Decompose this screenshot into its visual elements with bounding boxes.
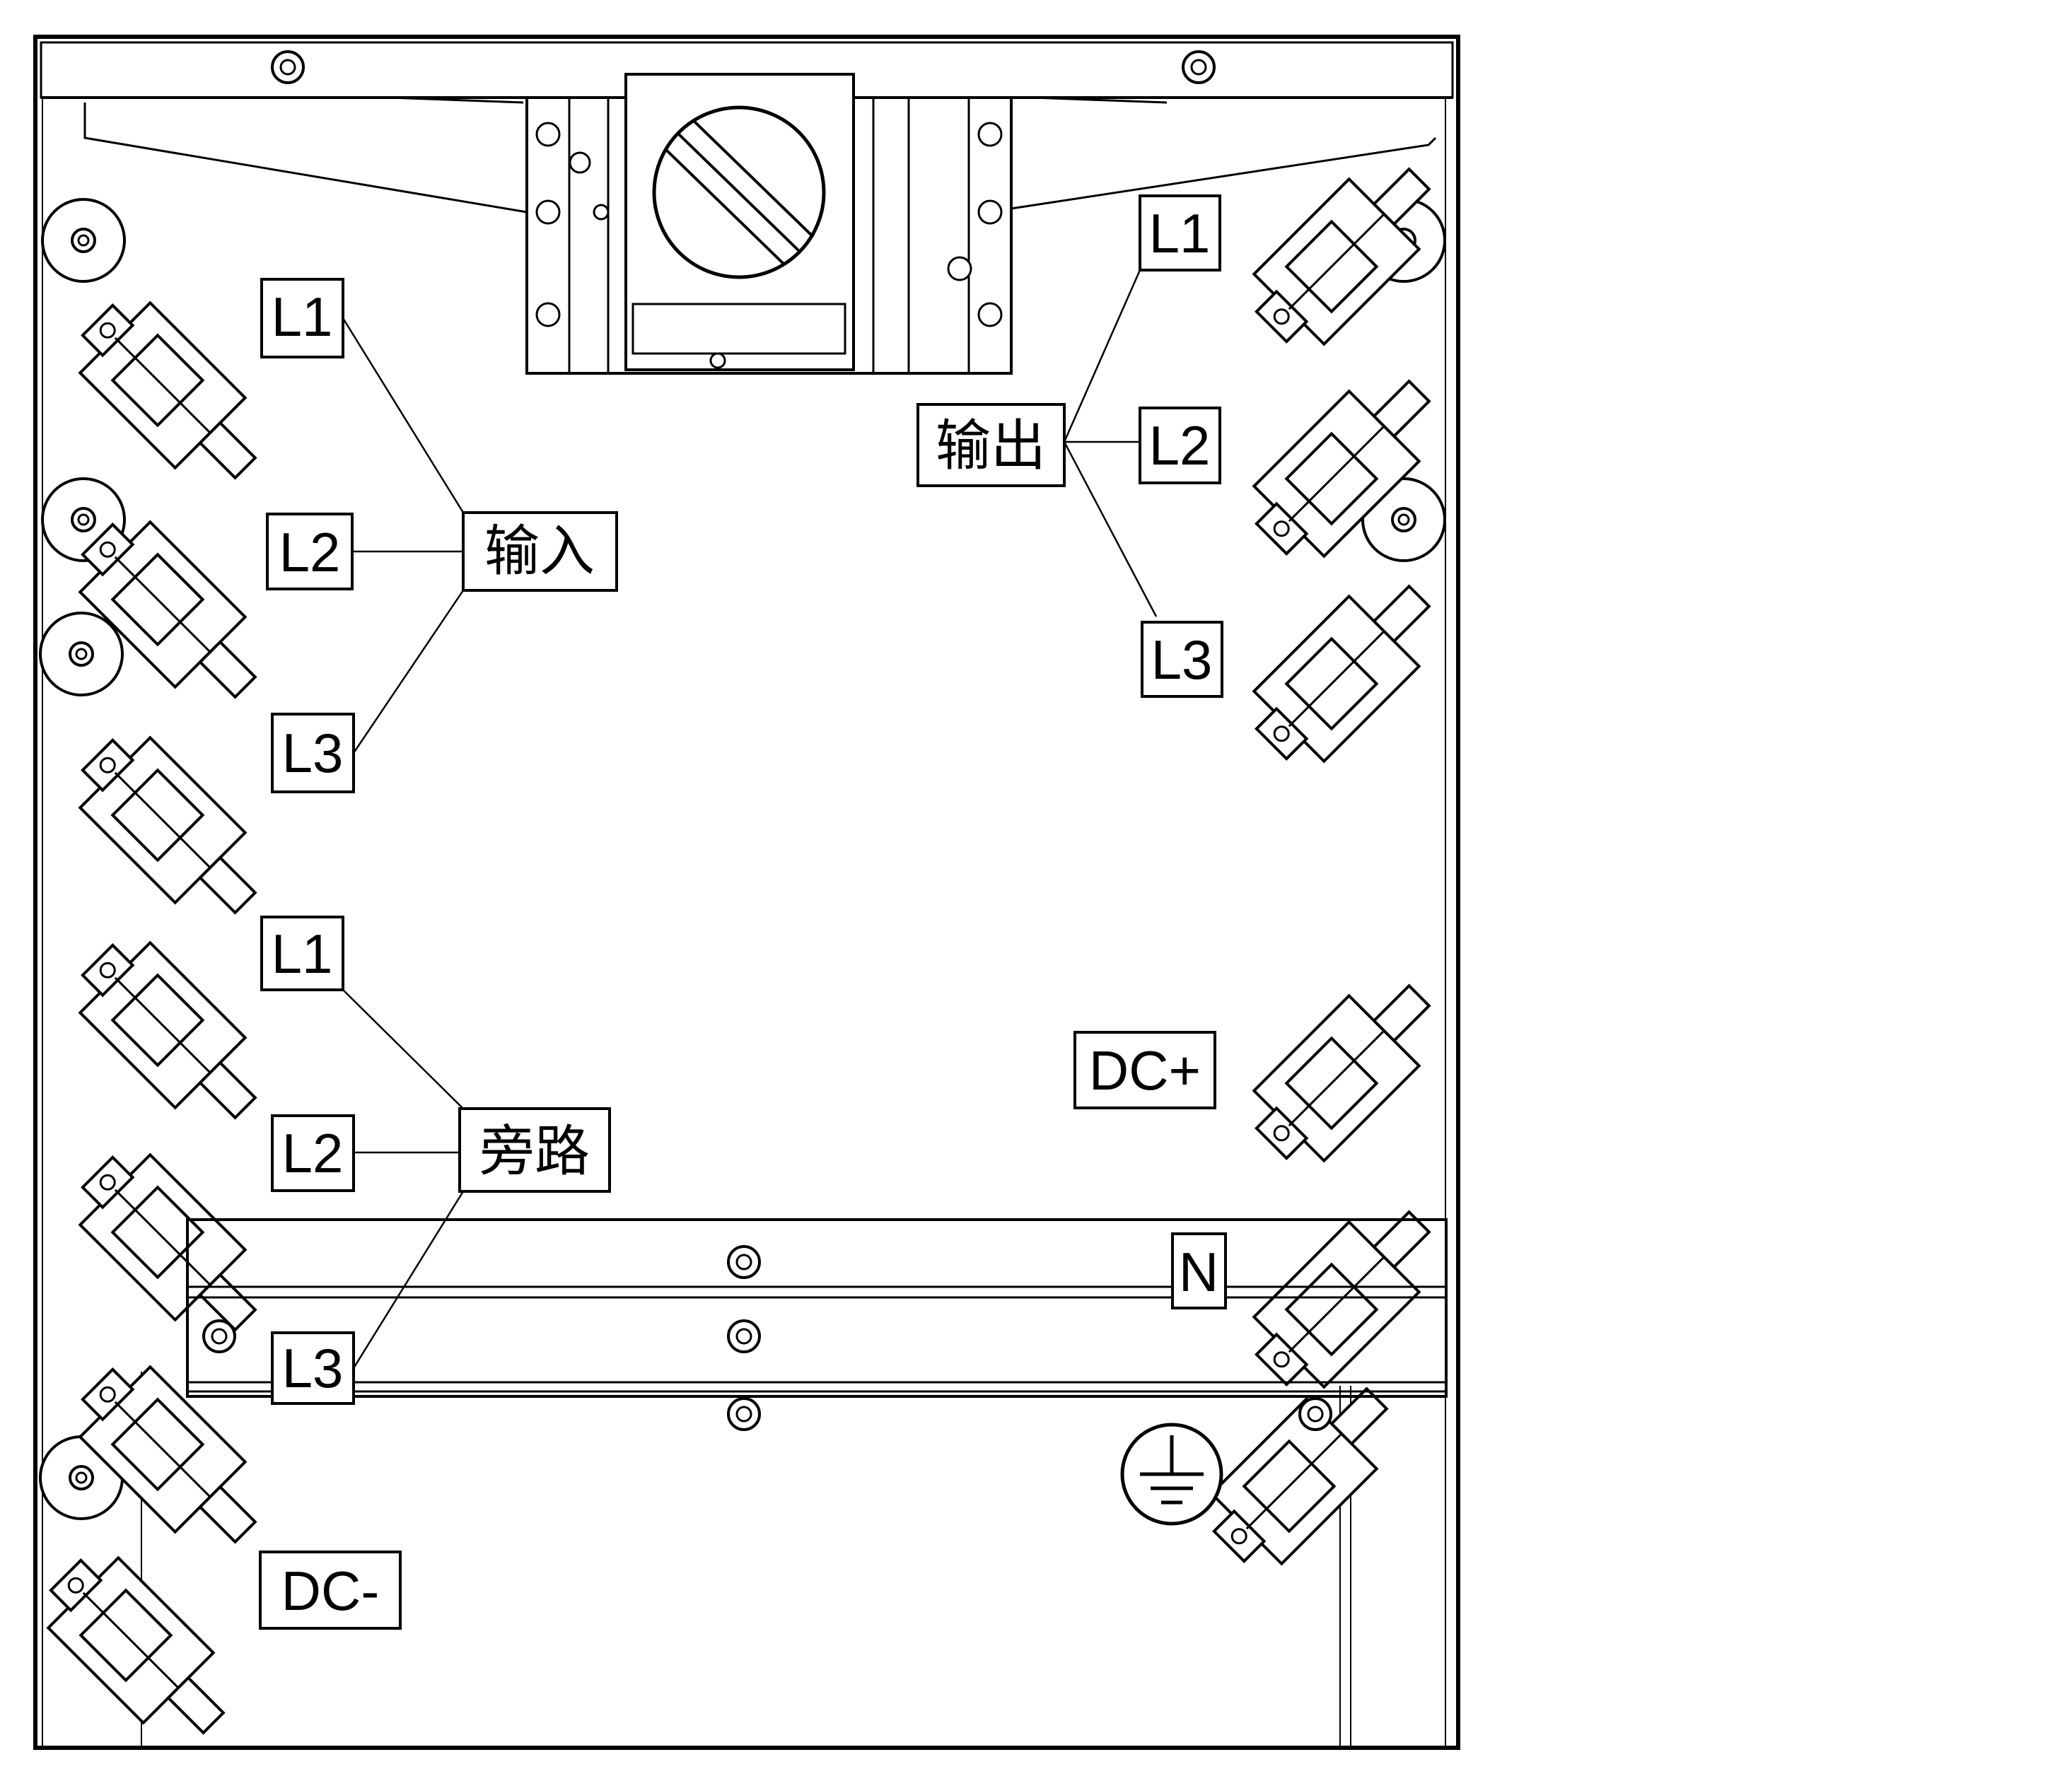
terminal-lug-icon: [63, 720, 281, 938]
dc-plus-label: DC+: [1089, 1039, 1201, 1102]
labels: [259, 194, 1227, 1630]
leader-lines: [342, 269, 1158, 1369]
bypass-l3-box: [271, 1331, 355, 1405]
rotary-switch-icon: [525, 73, 1013, 375]
output-group-box: [916, 403, 1066, 487]
terminal-lug-icon: [63, 286, 281, 503]
bypass-l1-label: L1: [272, 923, 333, 985]
terminal-lug-icon: [31, 1541, 249, 1758]
ground-icon: [1120, 1423, 1223, 1526]
output-l2-box: [1139, 407, 1221, 484]
dc-plus-box: [1073, 1031, 1216, 1109]
bypass-group-label: 旁路: [479, 1120, 590, 1184]
input-l1-box: [260, 278, 344, 358]
dc-minus-box: [259, 1551, 402, 1630]
bottom-bus-bar: [186, 1218, 1448, 1398]
output-l1-box: [1139, 194, 1221, 272]
input-l3-box: [271, 713, 355, 793]
output-l3-label: L3: [1151, 629, 1213, 691]
input-l1-label: L1: [272, 286, 333, 348]
bypass-l3-label: L3: [282, 1337, 344, 1399]
output-l1-label: L1: [1149, 202, 1211, 264]
output-group-label: 输出: [936, 414, 1046, 478]
terminal-lug-icon: [63, 1138, 281, 1355]
bypass-group-box: [458, 1107, 611, 1193]
terminal-lug-icon: [63, 926, 281, 1143]
terminal-lug-icon: [1237, 961, 1455, 1179]
output-l2-label: L2: [1149, 414, 1211, 477]
neutral-box: [1171, 1232, 1227, 1309]
input-l2-box: [266, 513, 354, 590]
output-l3-box: [1141, 621, 1223, 698]
bypass-l2-label: L2: [282, 1122, 344, 1184]
input-l2-label: L2: [279, 521, 341, 583]
label-text: L1 L2 输入 L3 L1 L2 旁路 L3 DC- L1 输出 L2 L3 …: [272, 202, 1219, 1622]
dc-minus-label: DC-: [281, 1560, 380, 1622]
right-terminal-lugs: [1194, 144, 1455, 1582]
input-group-box: [462, 511, 618, 592]
terminal-lug-icon: [1237, 561, 1455, 779]
neutral-label: N: [1179, 1241, 1218, 1303]
bypass-l2-box: [271, 1114, 355, 1192]
bypass-l1-box: [260, 916, 344, 991]
input-l3-label: L3: [282, 722, 344, 784]
input-group-label: 输入: [484, 520, 595, 583]
top-slanted-rails: [83, 96, 1437, 214]
